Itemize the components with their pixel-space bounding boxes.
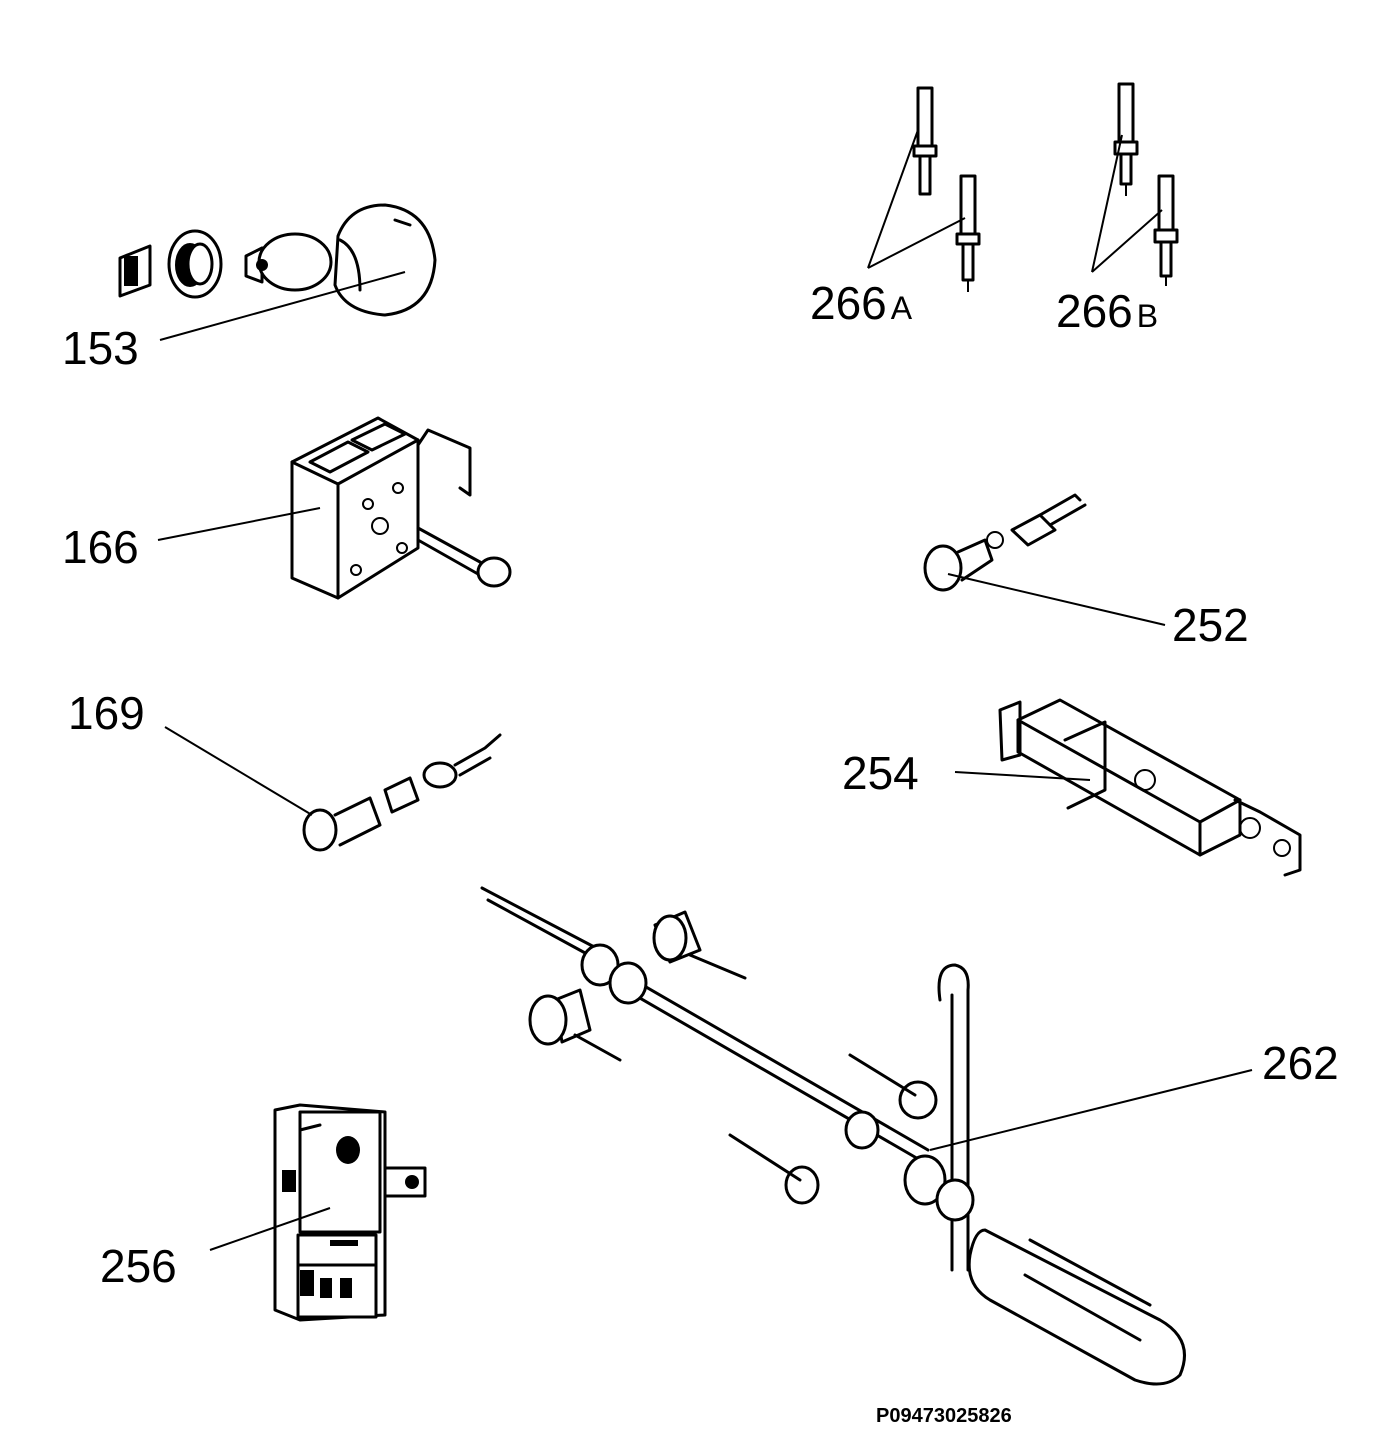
thermostat-icon (273, 1103, 427, 1322)
junction-box-icon (290, 416, 512, 600)
spark-generator-icon (998, 698, 1302, 877)
ignition-electrode-icon (912, 86, 981, 292)
part-label-166: 166 (62, 521, 139, 573)
part-label-256: 256 (100, 1240, 177, 1292)
rotisserie-spit-icon (480, 886, 1186, 1386)
part-label-262: 262 (1262, 1037, 1339, 1089)
part-label-254: 254 (842, 747, 919, 799)
connector-icon (302, 733, 502, 852)
part-label-169: 169 (68, 687, 145, 739)
drawing-code: P09473025826 (876, 1405, 1012, 1427)
part-label-252: 252 (1172, 599, 1249, 651)
part-label-153: 153 (62, 322, 139, 374)
connector-icon (923, 493, 1087, 592)
ignition-electrode-icon (1113, 82, 1179, 286)
lamp-assembly-icon (118, 203, 437, 317)
